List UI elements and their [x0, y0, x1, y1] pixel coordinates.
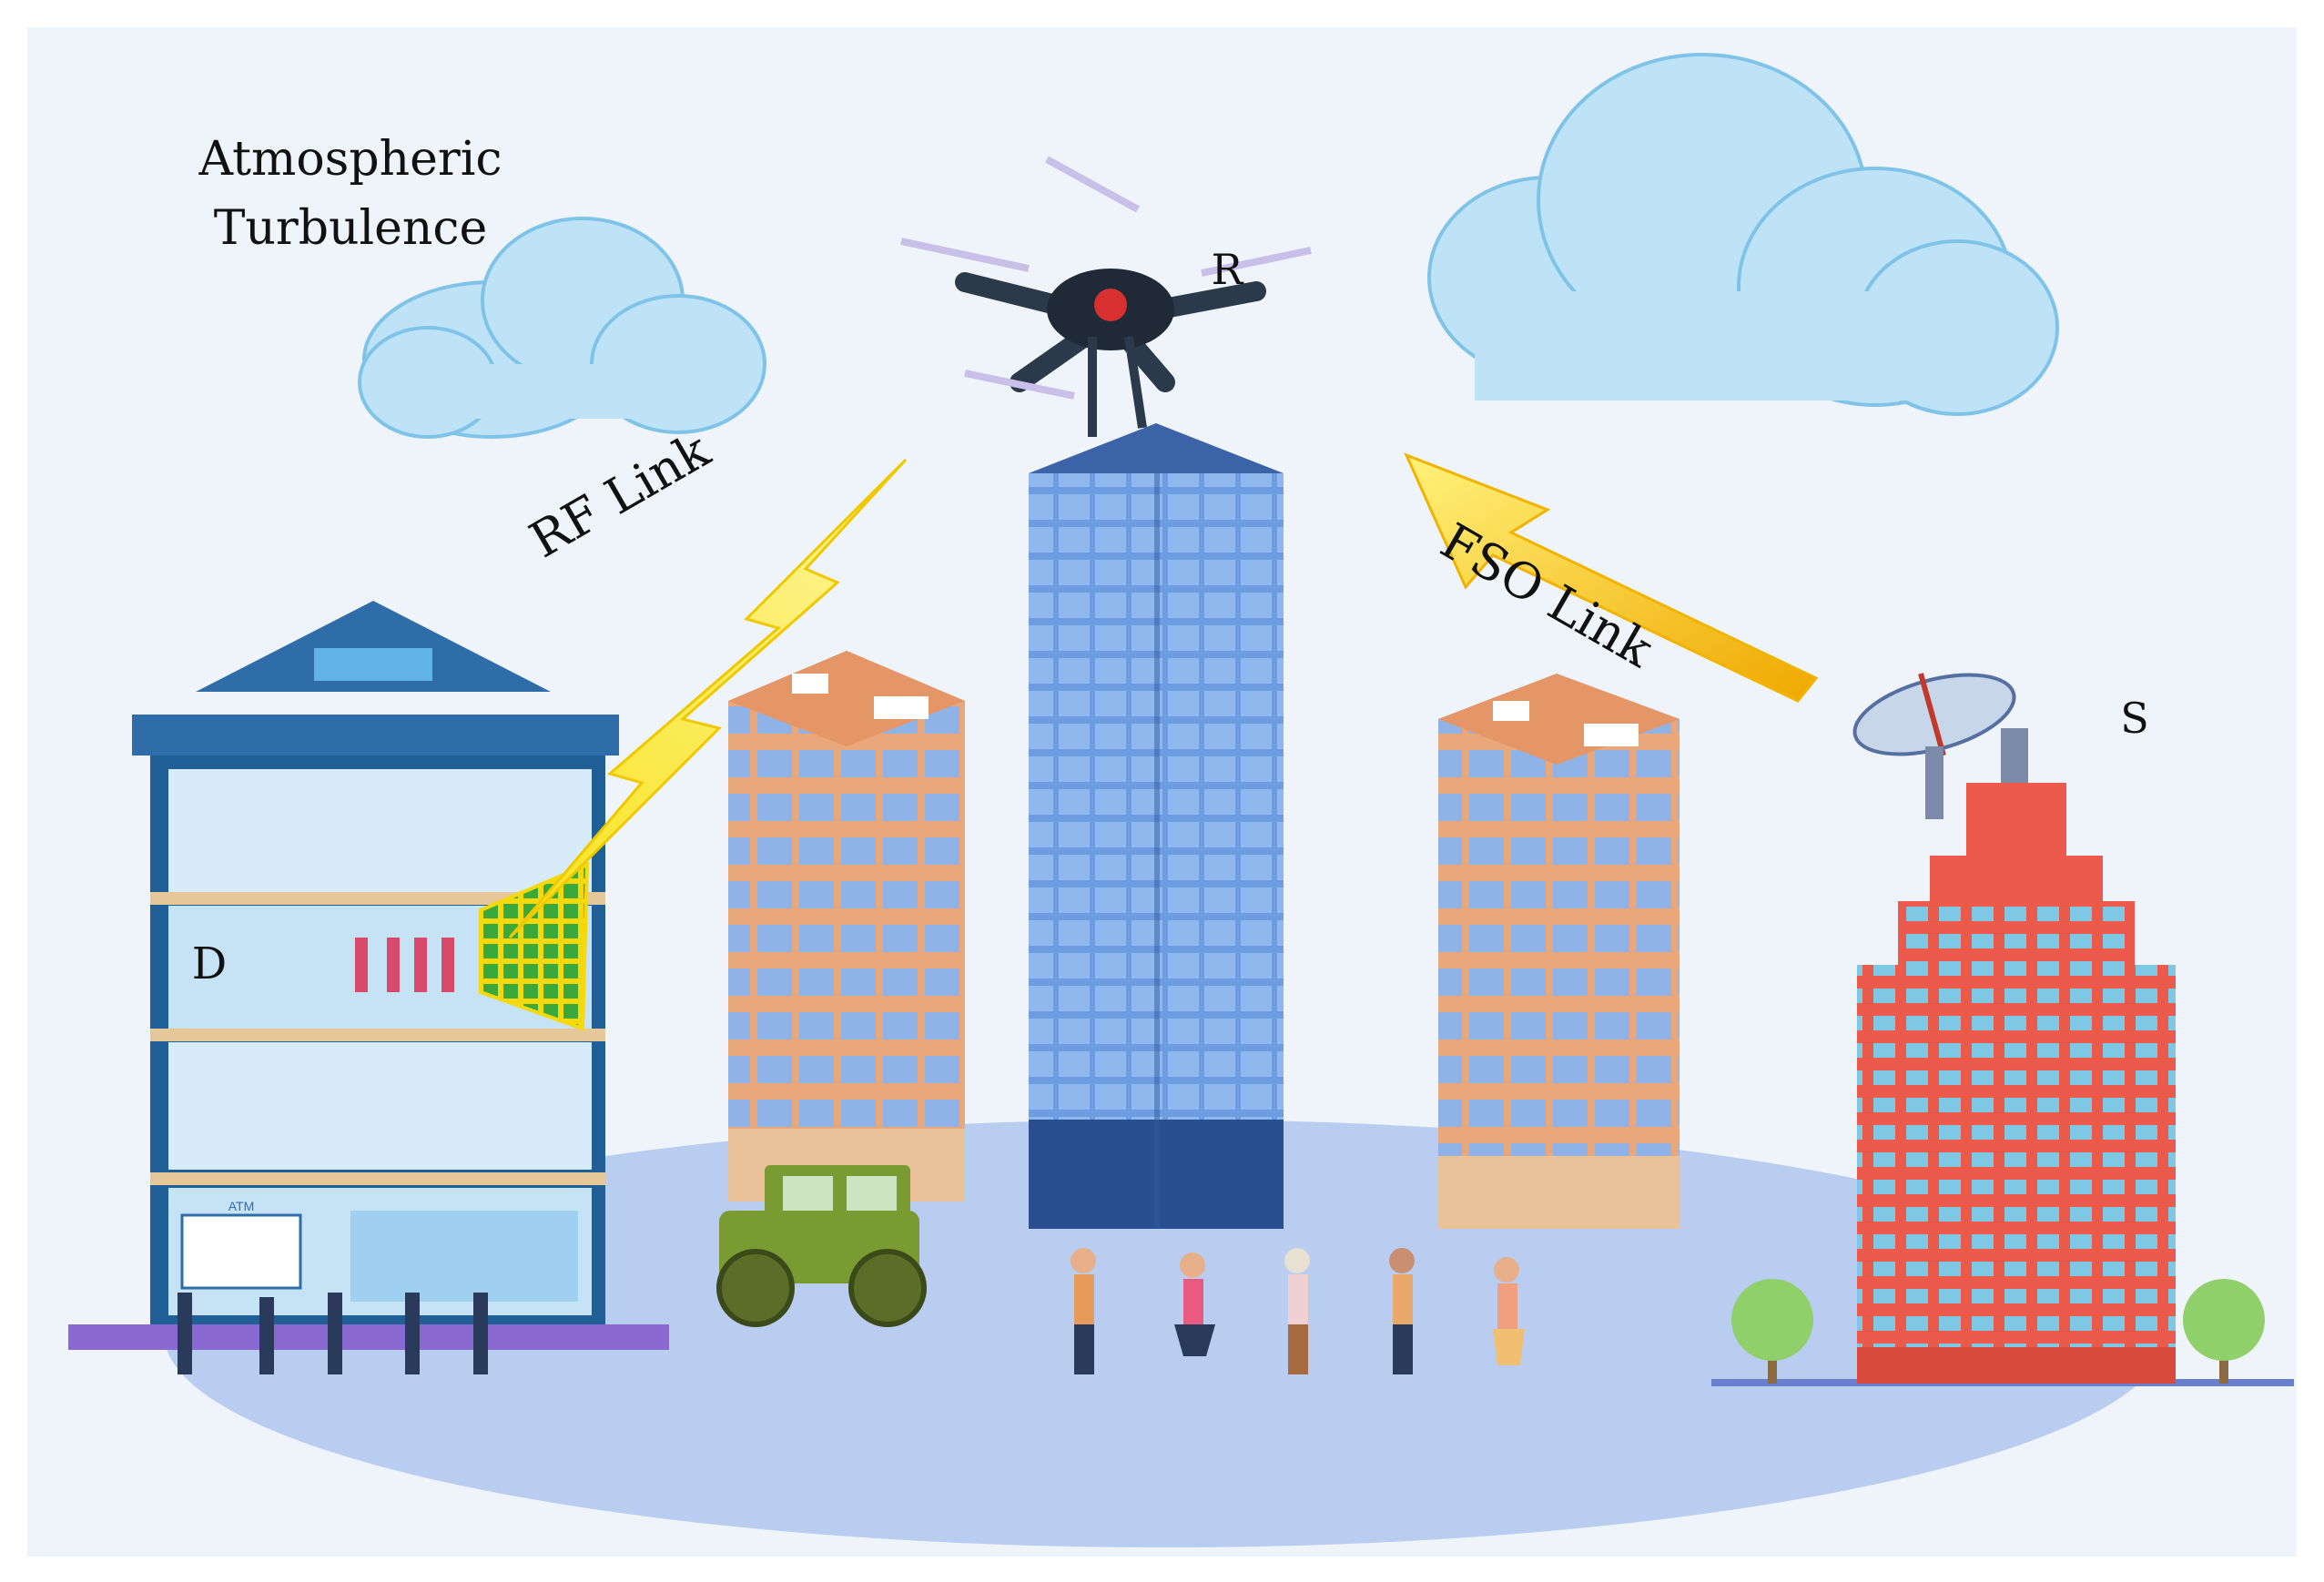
- rf-antenna-panel-icon: [479, 861, 590, 1031]
- turbulence-label-line2: Turbulence: [214, 201, 488, 256]
- source-building: [1852, 673, 2176, 1384]
- destination-label: D: [192, 938, 227, 989]
- relay-label: R: [1212, 245, 1244, 294]
- satellite-dish-icon: [1852, 673, 2016, 819]
- source-label: S: [2120, 694, 2149, 743]
- central-tower: [1029, 423, 1284, 1229]
- destination-building: ATM: [68, 601, 669, 1350]
- tree-right: [2183, 1279, 2265, 1384]
- quadcopter-drone-icon: [900, 156, 1312, 437]
- atm-sign: ATM: [228, 1199, 255, 1213]
- turbulence-label-line1: Atmospheric: [198, 132, 502, 187]
- tree-left: [1731, 1279, 1813, 1384]
- fso-beam-arrow-icon: [1404, 452, 1819, 703]
- jeep-icon: [716, 1165, 927, 1327]
- cloud-right: [1427, 53, 2059, 416]
- cloud-left: [358, 217, 766, 439]
- orange-building-left: [728, 651, 965, 1202]
- lightning-bolt-icon: [508, 458, 908, 939]
- pedestrians: [178, 1248, 1525, 1374]
- orange-building-right: [1438, 674, 1680, 1229]
